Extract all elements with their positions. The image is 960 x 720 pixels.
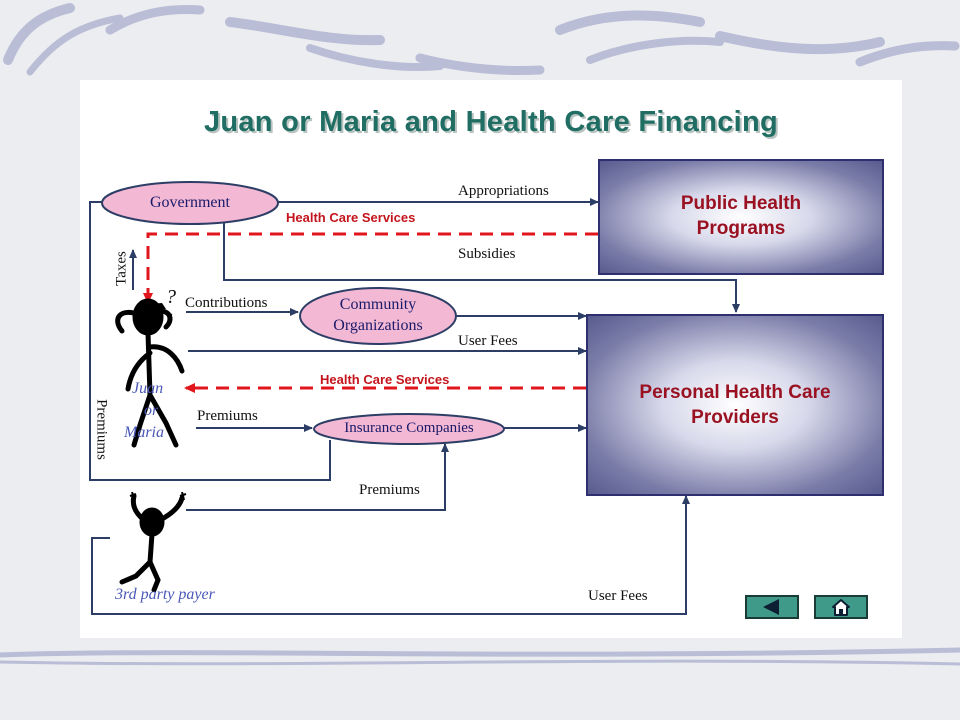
providers-box: Personal Health Care Providers bbox=[586, 314, 884, 496]
public-health-label-line1: Public Health bbox=[680, 193, 802, 214]
third-party-premiums-arrow bbox=[186, 443, 449, 511]
user-fees-top-label: User Fees bbox=[458, 333, 518, 349]
third-party-figure bbox=[119, 492, 187, 592]
home-button[interactable] bbox=[814, 595, 868, 619]
community-label: Community Organizations bbox=[298, 294, 458, 336]
health-services-mid-label: Health Care Services bbox=[320, 372, 450, 387]
home-icon bbox=[832, 599, 850, 616]
health-services-top-label: Health Care Services bbox=[286, 210, 416, 225]
person-label-line2: or bbox=[144, 402, 159, 419]
providers-label: Personal Health Care Providers bbox=[588, 380, 882, 430]
public-health-box: Public Health Programs bbox=[598, 159, 884, 275]
taxes-label: Taxes bbox=[113, 251, 130, 286]
question-mark: ? bbox=[166, 286, 176, 308]
user-fees-bottom-arrow bbox=[91, 495, 690, 615]
government-provider-arrow bbox=[223, 220, 740, 313]
person-label-line1: Juan bbox=[132, 380, 164, 397]
public-health-label-line2: Programs bbox=[696, 218, 786, 239]
insurance-label: Insurance Companies bbox=[344, 420, 474, 436]
providers-label-line2: Providers bbox=[691, 407, 779, 428]
premiums-loop-line bbox=[89, 201, 331, 481]
insurance-oval bbox=[313, 413, 505, 445]
premiums-bottom-label: Premiums bbox=[359, 482, 420, 498]
community-label-line2: Organizations bbox=[333, 317, 423, 334]
slide-title: Juan or Maria and Health Care Financing bbox=[203, 106, 779, 138]
public-health-label: Public Health Programs bbox=[600, 191, 882, 241]
back-button[interactable] bbox=[745, 595, 799, 619]
community-label-line1: Community bbox=[339, 296, 417, 313]
health-services-top-dash bbox=[143, 232, 598, 304]
person-label: Juan or Maria bbox=[124, 378, 164, 444]
user-fees-bottom-label: User Fees bbox=[588, 588, 648, 604]
contributions-label: Contributions bbox=[185, 295, 268, 311]
government-label: Government bbox=[150, 194, 230, 211]
third-party-label: 3rd party payer bbox=[115, 586, 215, 603]
appropriations-label: Appropriations bbox=[458, 183, 549, 199]
person-figure bbox=[115, 298, 185, 448]
person-label-line3: Maria bbox=[124, 424, 164, 441]
triangle-left-icon bbox=[763, 599, 779, 615]
community-oval bbox=[299, 287, 457, 345]
government-oval bbox=[101, 181, 279, 225]
subsidies-label: Subsidies bbox=[458, 246, 516, 262]
providers-label-line1: Personal Health Care bbox=[639, 382, 831, 403]
premiums-mid-label: Premiums bbox=[197, 408, 258, 424]
